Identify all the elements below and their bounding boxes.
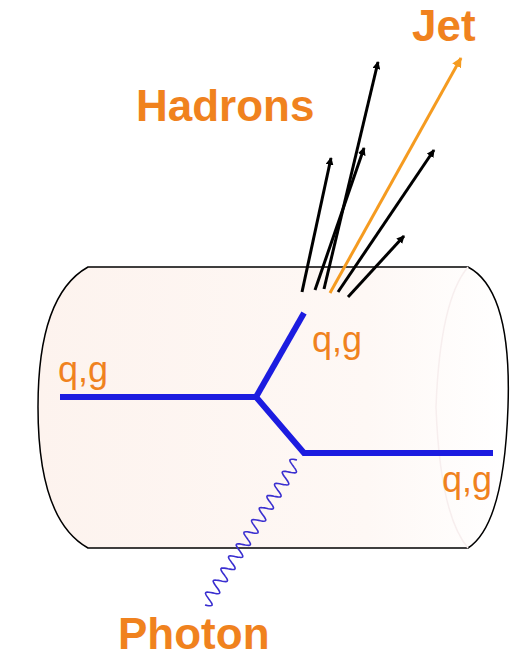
jet-label: Jet xyxy=(412,4,476,48)
hadrons-label: Hadrons xyxy=(136,84,314,128)
parton-label: q,g xyxy=(58,352,108,388)
jet-arrow xyxy=(330,58,461,293)
photon-line xyxy=(205,459,297,606)
incoming-parton xyxy=(60,394,256,400)
hadron-arrows xyxy=(302,62,434,297)
outgoing-parton xyxy=(256,313,304,397)
photon-label: Photon xyxy=(118,612,270,656)
hadron-arrow xyxy=(338,150,434,292)
recoil-parton xyxy=(256,397,493,453)
parton-label: q,g xyxy=(442,462,492,498)
parton-lines xyxy=(60,313,493,453)
parton-label: q,g xyxy=(312,322,362,358)
cylinder-inner-edge xyxy=(436,267,468,548)
